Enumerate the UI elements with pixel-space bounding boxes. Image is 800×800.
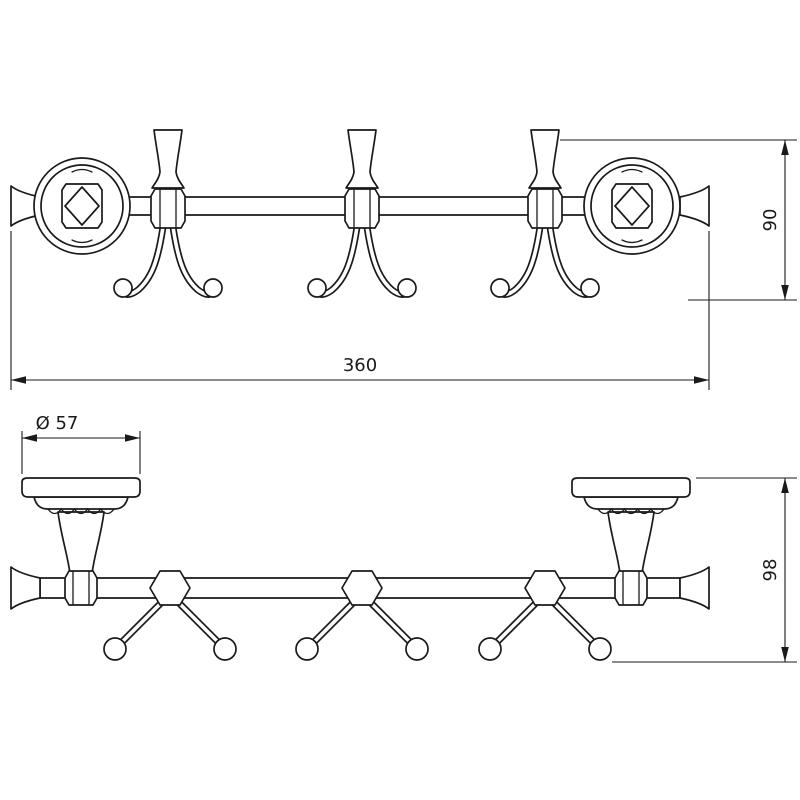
front-right-wall-mount (583, 157, 681, 255)
arrow-down (781, 647, 789, 662)
dimension-height-label: 90 (760, 209, 781, 232)
arrow-down (781, 285, 789, 300)
front-rail-left-endcap (10, 185, 41, 227)
dimension-depth-label: 98 (760, 559, 781, 582)
dimension-length-label: 360 (343, 355, 377, 376)
front-rail-right-endcap (679, 185, 710, 227)
dimension-diameter-label: Ø 57 (36, 413, 79, 434)
plan-rail-left-endcap (10, 566, 41, 610)
arrow-up (781, 478, 789, 493)
arrow-left (22, 434, 37, 442)
plan-view (10, 477, 710, 660)
dimension-plate-diameter: Ø 57 (21, 413, 141, 474)
arrow-left (11, 376, 26, 384)
dimension-overall-height: 90 (560, 139, 797, 301)
arrow-right (125, 434, 140, 442)
dimension-overall-depth: 98 (612, 477, 797, 663)
arrow-right (694, 376, 709, 384)
front-view (10, 130, 710, 297)
dimension-overall-length: 360 (10, 231, 710, 390)
plan-rail-right-endcap (679, 566, 710, 610)
arrow-up (781, 140, 789, 155)
front-left-wall-mount (33, 157, 131, 255)
